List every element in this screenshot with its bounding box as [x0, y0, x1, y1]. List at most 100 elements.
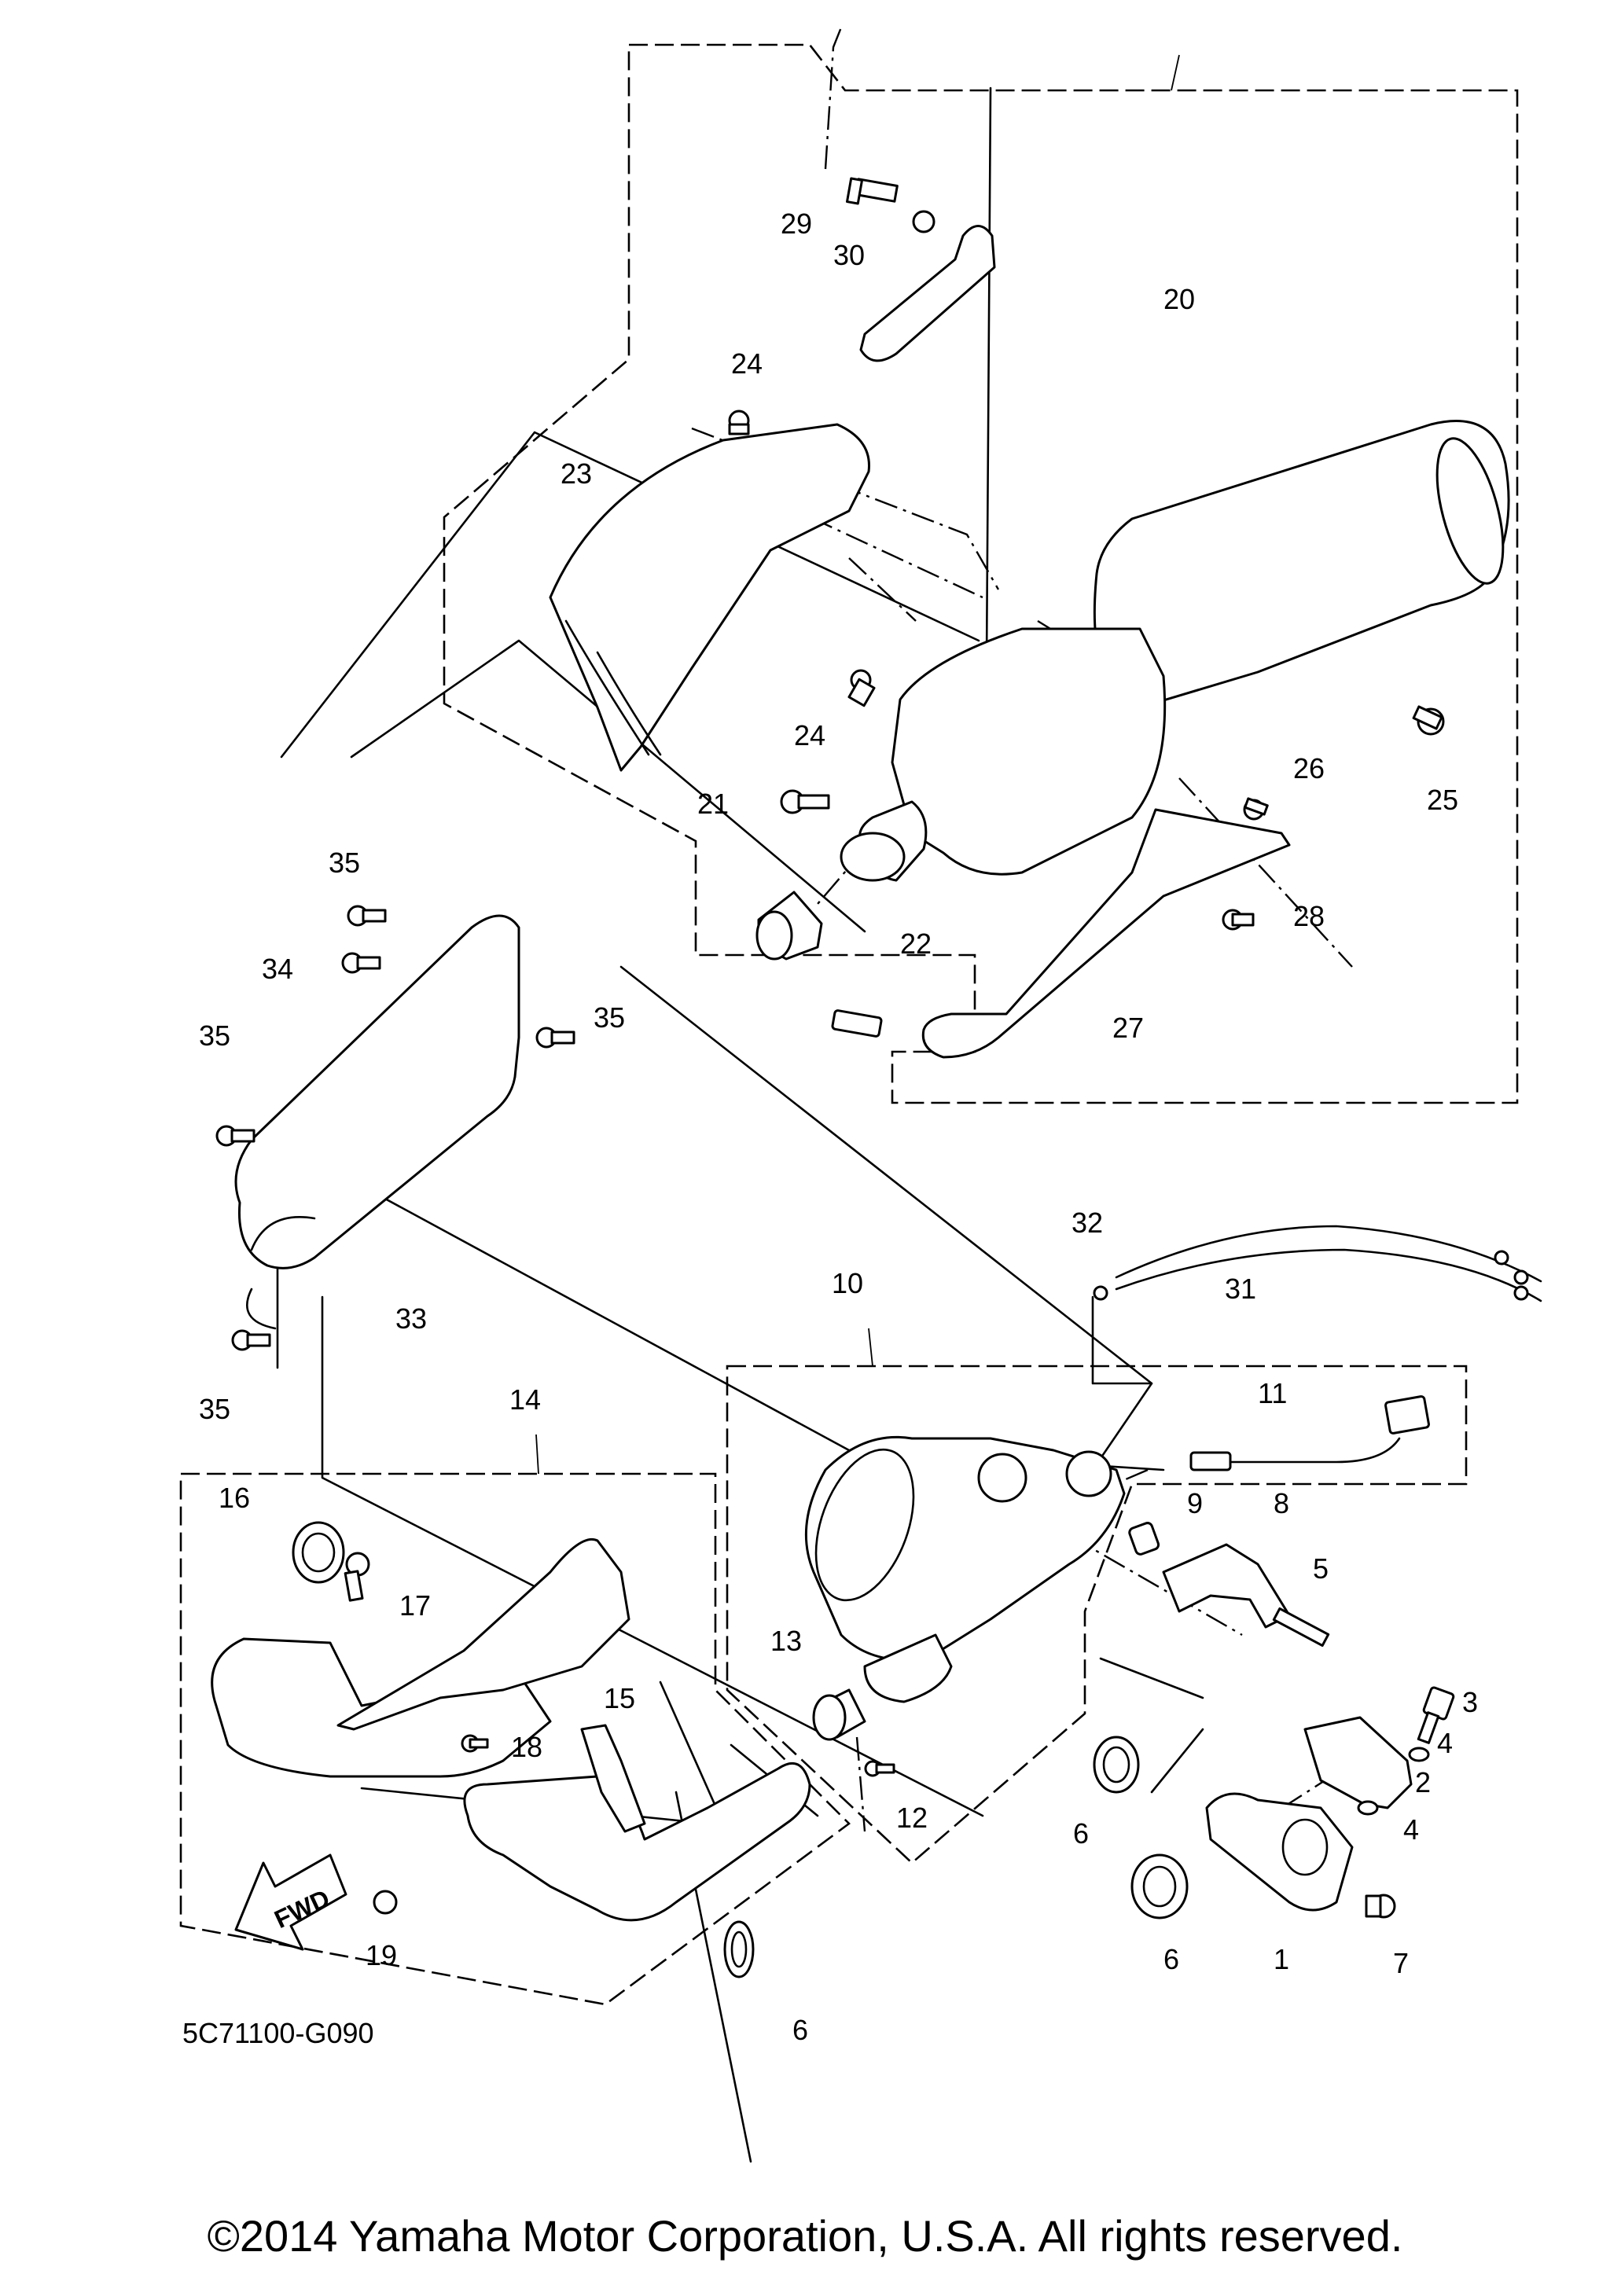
muffler-20-end-icon: [1435, 437, 1505, 585]
callout-24-lower: 24: [794, 719, 825, 751]
protector-15-icon: [336, 1537, 630, 1731]
bolt-29-icon: [846, 177, 899, 205]
throttle-pulley-icon: [977, 1453, 1027, 1503]
joint-1-icon: [1205, 1792, 1354, 1912]
callout-6-c: 6: [792, 2014, 808, 2046]
callout-11: 11: [1258, 1377, 1287, 1409]
collar-13-icon: [812, 1688, 866, 1741]
callout-35-c: 35: [199, 1019, 230, 1052]
callout-23: 23: [561, 457, 592, 490]
callout-5: 5: [1313, 1552, 1329, 1585]
group-14-outline: [179, 1472, 851, 2006]
callout-35-d: 35: [199, 1393, 230, 1425]
bolt-35-c-icon: [215, 1125, 255, 1147]
leader-20: [1171, 54, 1180, 91]
bolt-21-icon: [780, 789, 830, 814]
nut-7-icon: [1365, 1894, 1396, 1919]
catalyst-body-icon: [891, 627, 1167, 876]
fwd-arrow-icon: FWD: [234, 1853, 347, 1951]
bolt-24-upper-icon: [728, 410, 750, 435]
callout-17: 17: [399, 1589, 431, 1622]
sensor-11-icon: [1189, 1395, 1430, 1471]
stay-27-icon: [921, 808, 1291, 1059]
callout-layer: 29 30 20 24 23 24 26 25 21 28 22 35 34 3…: [199, 208, 1478, 2046]
gasket-16-inner-icon: [301, 1532, 336, 1573]
collar-9-icon: [1128, 1522, 1160, 1556]
exhaust-pipe-14-icon: [463, 1761, 811, 1922]
callout-2: 2: [1415, 1766, 1431, 1798]
bolt-3-icon: [1417, 1686, 1455, 1744]
callout-6-a: 6: [1073, 1817, 1089, 1850]
callout-12: 12: [896, 1802, 928, 1834]
bolt-34-icon: [341, 952, 381, 974]
clamp-21-ring-icon: [840, 832, 906, 882]
callout-4-lower: 4: [1403, 1813, 1419, 1846]
callout-22: 22: [900, 928, 932, 960]
callout-31: 31: [1225, 1273, 1256, 1305]
callout-7: 7: [1393, 1947, 1409, 1979]
callout-27: 27: [1112, 1012, 1144, 1044]
callout-19: 19: [366, 1939, 397, 1971]
callout-13: 13: [770, 1625, 802, 1657]
exhaust-flange-icon: [580, 1724, 646, 1833]
leader-10: [868, 1328, 873, 1367]
bolt-27-stud-icon: [831, 1009, 883, 1038]
bolt-28-icon: [1222, 909, 1255, 931]
bolt-18-icon: [461, 1734, 489, 1753]
plate-2-icon: [1303, 1716, 1413, 1809]
bolt-25-icon: [1412, 705, 1445, 736]
washer-30-icon: [912, 210, 935, 233]
washer-4-lower-icon: [1357, 1800, 1379, 1816]
callout-15: 15: [604, 1682, 635, 1714]
throttle-cable-32-icon: [1115, 1248, 1542, 1302]
callout-33: 33: [395, 1302, 427, 1335]
gasket-6-c-icon: [723, 1920, 755, 1978]
callout-26: 26: [1293, 752, 1325, 784]
callout-25: 25: [1427, 784, 1458, 816]
cover-8-icon: [1162, 1543, 1291, 1629]
protector-33-icon: [234, 914, 520, 1269]
callout-1: 1: [1274, 1943, 1289, 1975]
copyright-notice: ©2014 Yamaha Motor Corporation, U.S.A. A…: [207, 2211, 1403, 2261]
gasket-22-icon: [755, 891, 823, 961]
throttle-outlet-icon: [863, 1633, 953, 1703]
callout-20: 20: [1163, 283, 1195, 315]
protector-33-inner-icon: [246, 1216, 316, 1330]
gasket-6-a-inner-icon: [1102, 1746, 1130, 1784]
callout-35-b: 35: [594, 1001, 625, 1034]
callout-6-b: 6: [1163, 1943, 1179, 1975]
bolt-17-icon: [344, 1552, 370, 1602]
bolt-35-d-icon: [231, 1329, 271, 1351]
gasket-6-c-inner-icon: [730, 1930, 748, 1968]
nut-19-icon: [373, 1890, 398, 1915]
bolt-5-icon: [1272, 1607, 1330, 1647]
callout-8: 8: [1274, 1487, 1289, 1519]
joint-1-bore-icon: [1281, 1818, 1329, 1876]
group-10-outline: [726, 1365, 1468, 1864]
bolt-35-a-icon: [347, 905, 387, 927]
callout-29: 29: [781, 208, 812, 240]
callout-32: 32: [1071, 1207, 1103, 1239]
callout-24-upper: 24: [731, 347, 763, 380]
gasket-6-a-icon: [1093, 1736, 1140, 1794]
callout-18: 18: [511, 1731, 542, 1763]
gasket-16-icon: [292, 1521, 345, 1584]
diagram-code: 5C71100-G090: [182, 2017, 374, 2049]
gasket-6-b-inner-icon: [1142, 1865, 1177, 1908]
callout-9: 9: [1187, 1487, 1203, 1519]
heat-cover-23-icon: [549, 423, 870, 772]
callout-28: 28: [1293, 900, 1325, 932]
callout-21: 21: [697, 788, 729, 820]
air-duct-10-ring-icon: [814, 1448, 915, 1602]
gasket-6-b-icon: [1130, 1853, 1189, 1919]
callout-30: 30: [833, 239, 865, 271]
bolt-35-b-icon: [535, 1027, 575, 1049]
callout-4-upper: 4: [1437, 1727, 1453, 1759]
callout-34: 34: [262, 953, 293, 985]
callout-35-a: 35: [329, 847, 360, 879]
heat-cover-23-inner-icon: [564, 619, 662, 756]
leader-14: [535, 1434, 539, 1475]
throttle-sensor-icon: [1065, 1450, 1112, 1497]
screw-12-icon: [864, 1760, 895, 1777]
